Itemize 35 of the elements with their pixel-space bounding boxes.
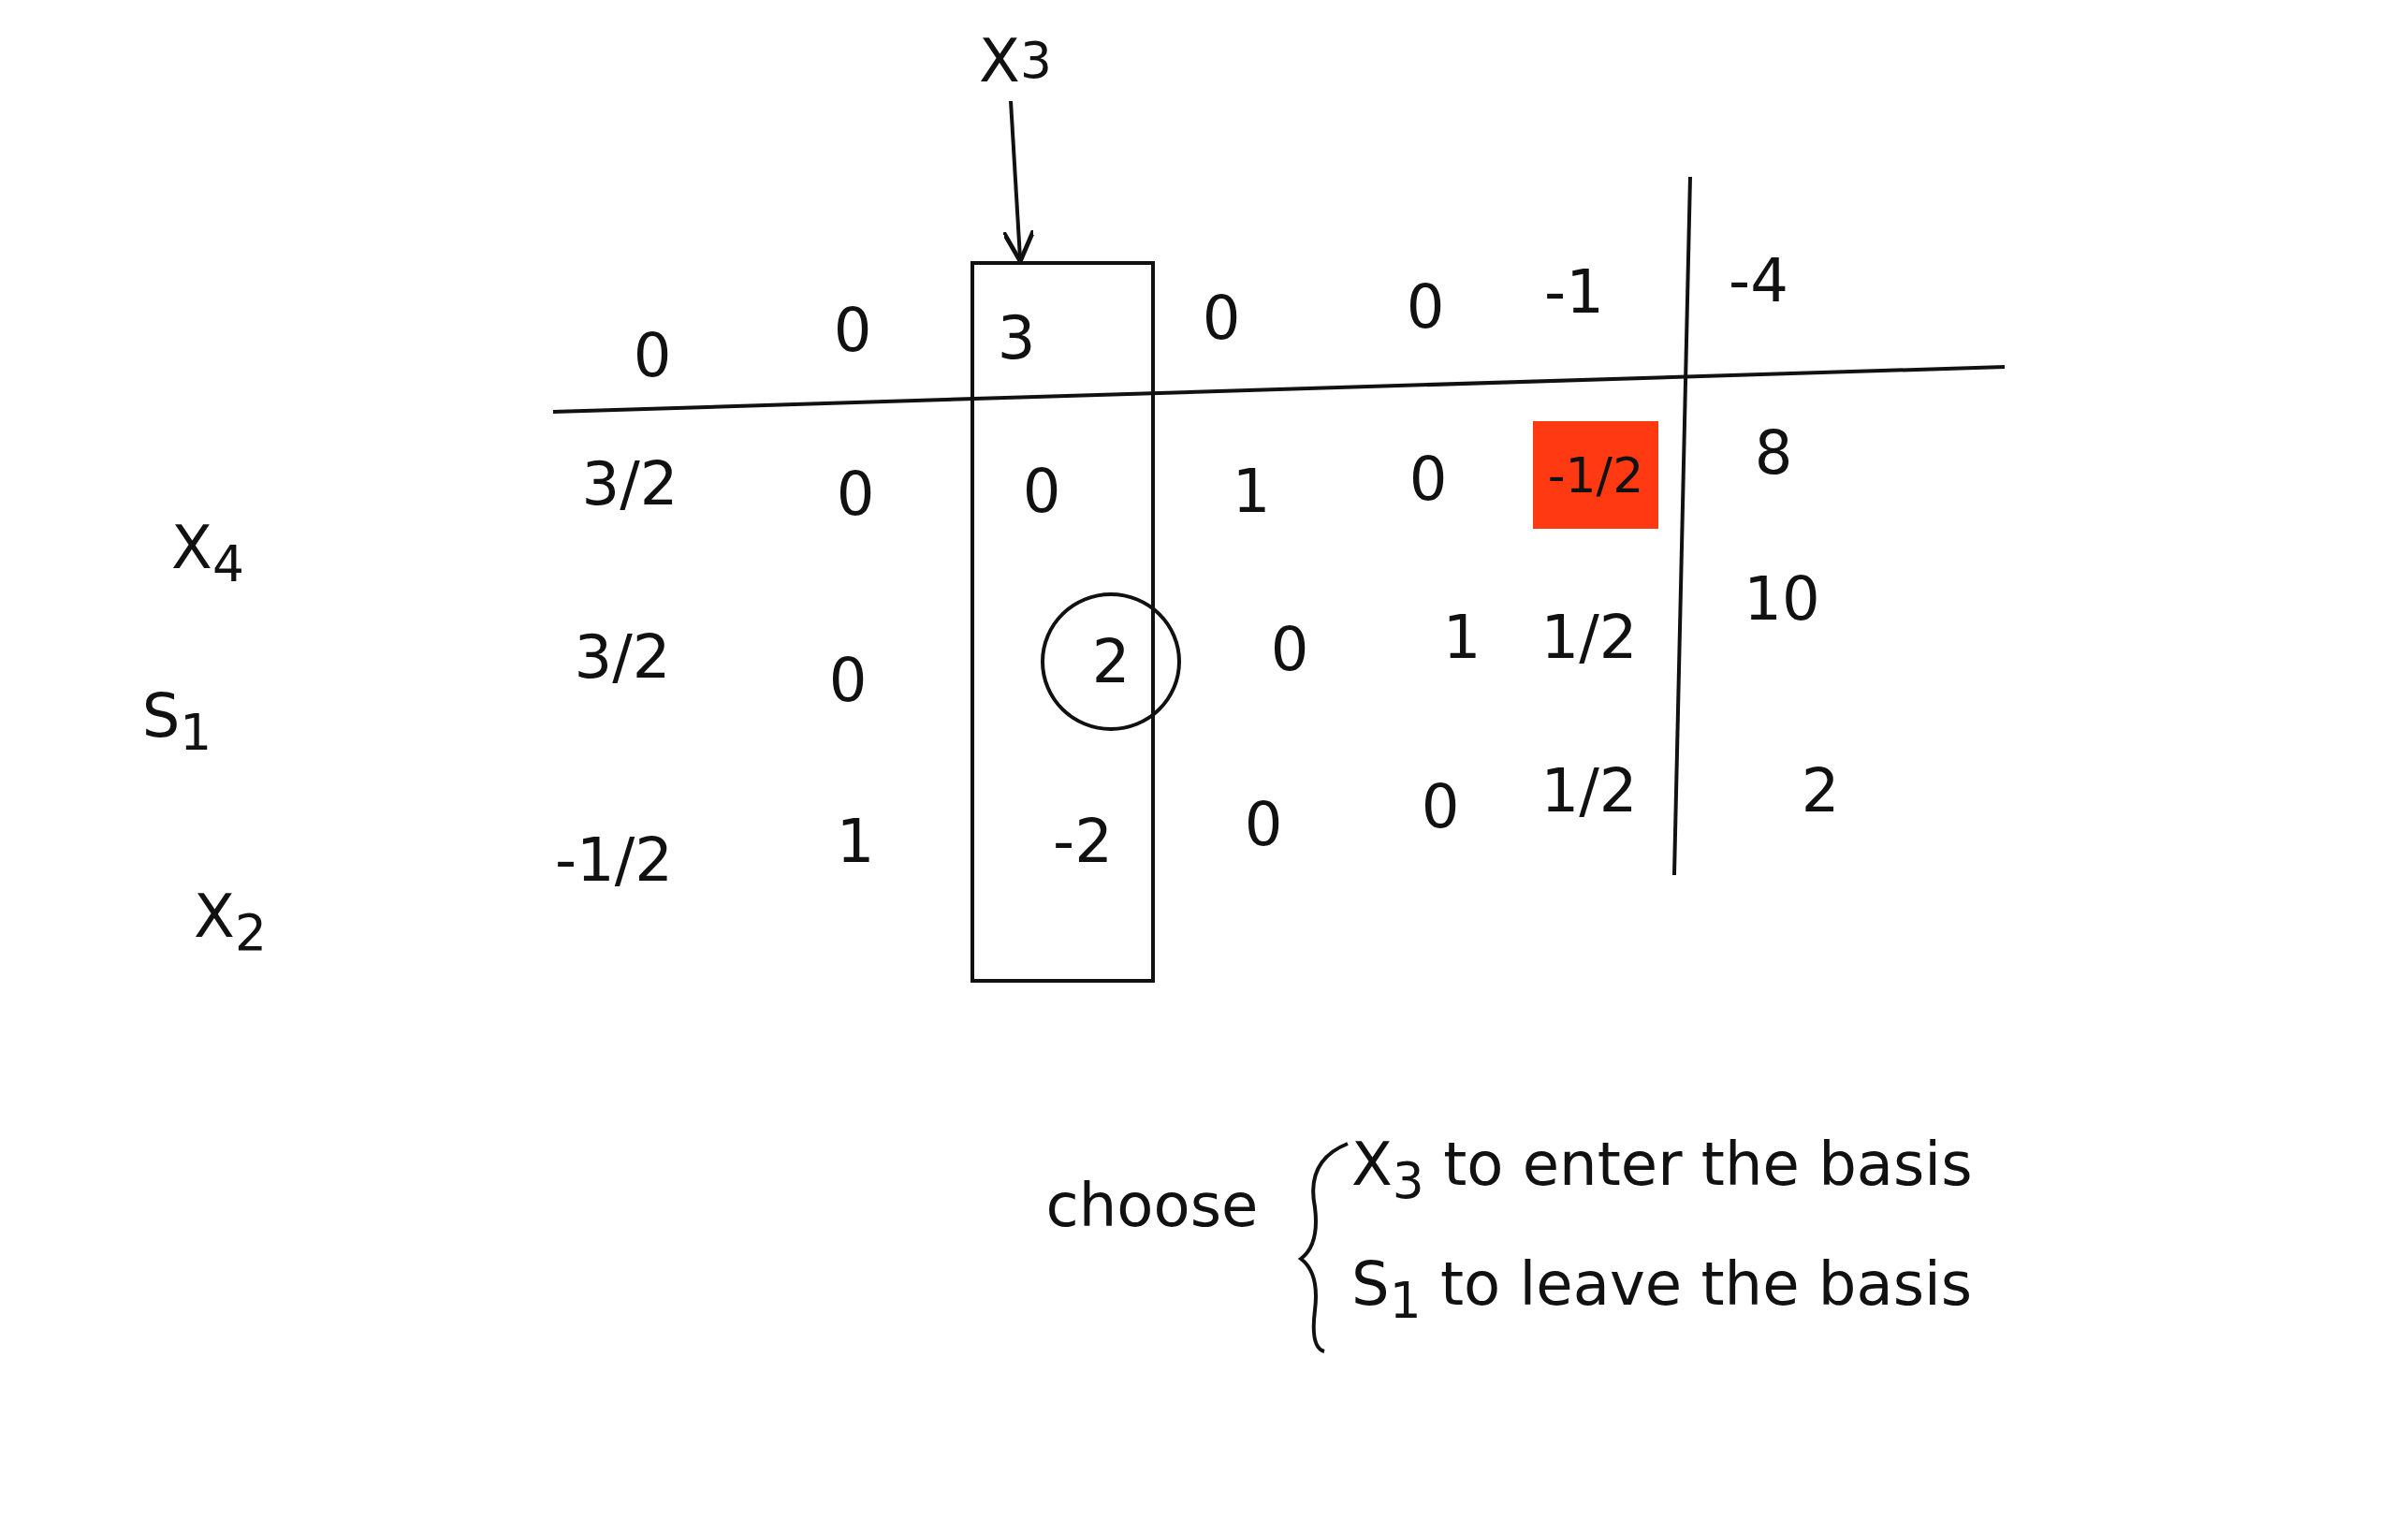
tableau-entry: -1/2 <box>554 830 674 890</box>
tableau-entry: 3/2 <box>574 627 671 687</box>
highlighted-entry: -1/2 <box>1533 421 1658 529</box>
tableau-entry: -2 <box>1053 811 1113 871</box>
tableau-entry: 1 <box>836 811 875 871</box>
tableau-entry: 1 <box>1232 461 1271 521</box>
note-text: S$_{1}$ to leave the basis <box>1351 1253 1973 1326</box>
tableau-entry: 0 <box>1406 277 1445 337</box>
tableau-entry: 10 <box>1744 569 1820 629</box>
tableau-entry: 0 <box>833 300 872 360</box>
tableau-entry: 0 <box>1408 449 1448 509</box>
note-text: choose <box>1045 1175 1259 1235</box>
tableau-entry: 0 <box>836 464 875 524</box>
tableau-entry: 3/2 <box>581 454 679 514</box>
tableau-entry: 1 <box>1442 607 1481 667</box>
row-label: X$_{2}$ <box>194 885 267 958</box>
tableau-entry: 8 <box>1754 423 1793 483</box>
tableau-entry: 0 <box>1421 777 1460 837</box>
tableau-entry: 0 <box>828 650 868 710</box>
tableau-entry: 0 <box>1244 795 1283 854</box>
tableau-entry: 3 <box>997 308 1036 368</box>
tableau-entry: -4 <box>1729 251 1788 311</box>
arrow <box>1000 100 1036 264</box>
row-label: S$_{1}$ <box>141 685 212 758</box>
tableau-entry: 0 <box>1022 461 1061 521</box>
circled-entry: 2 <box>1041 592 1181 731</box>
tableau-entry: -1 <box>1544 262 1604 322</box>
tableau-entry: 1/2 <box>1540 761 1638 821</box>
tableau-entry: 0 <box>1202 288 1241 348</box>
row-label: X$_{4}$ <box>171 517 244 590</box>
tableau-entry: 0 <box>633 326 672 386</box>
tableau-entry: 2 <box>1801 761 1840 821</box>
tableau-entry: 1/2 <box>1540 607 1638 667</box>
note-text: X$_{3}$ to enter the basis <box>1351 1133 1973 1206</box>
tableau-entry: 0 <box>1270 620 1309 679</box>
